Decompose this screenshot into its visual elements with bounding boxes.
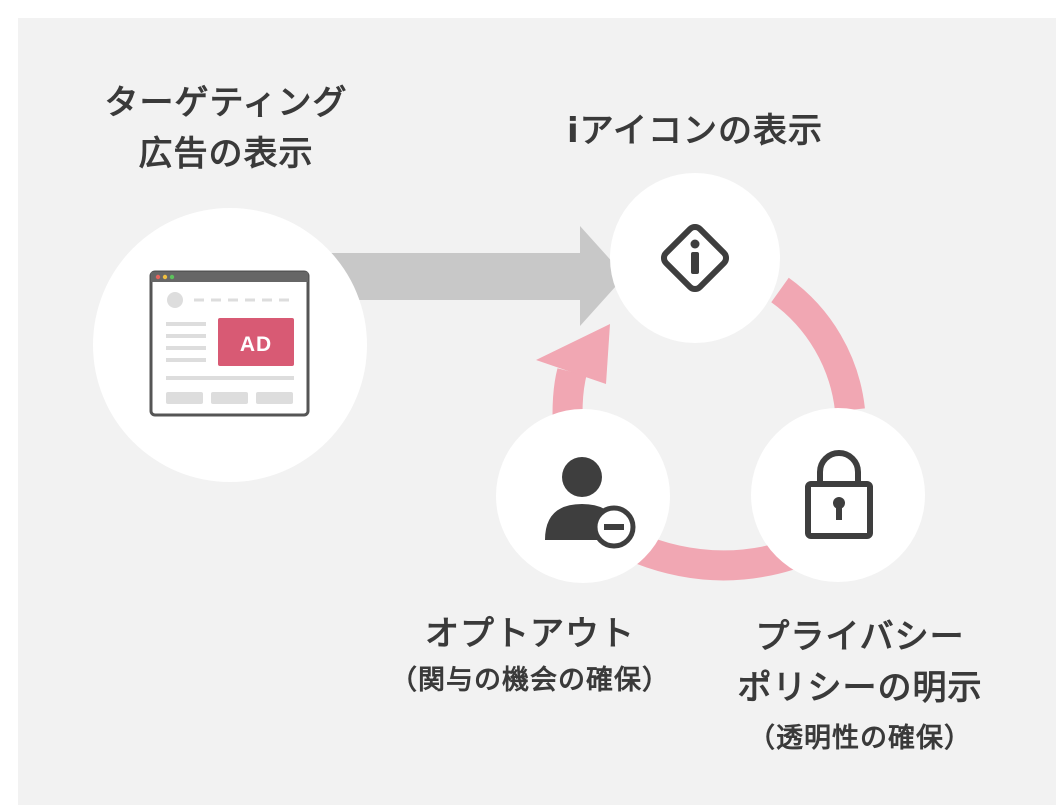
cycle-arc-info-to-lock xyxy=(771,277,865,412)
browser-window-icon: AD xyxy=(149,270,310,417)
icon-display-label: iアイコンの表示 xyxy=(567,111,823,151)
user-minus-icon xyxy=(545,457,636,549)
ad-badge-text: AD xyxy=(240,333,272,356)
privacy-sublabel: （透明性の確保） xyxy=(748,723,972,754)
cycle-arc-lock-to-user xyxy=(623,531,795,581)
padlock-icon xyxy=(805,450,873,539)
privacy-label-line2: ポリシーの明示 xyxy=(737,668,983,708)
ad-badge xyxy=(218,318,294,366)
privacy-circle xyxy=(751,408,925,582)
privacy-label-line1: プライバシー xyxy=(755,617,965,657)
optout-sublabel: （関与の機会の確保） xyxy=(390,665,670,696)
targeting-label-line2: 広告の表示 xyxy=(138,134,314,174)
info-diamond-icon xyxy=(660,223,730,293)
targeting-label-line1: ターゲティング xyxy=(104,83,348,123)
cycle-arrowhead xyxy=(536,324,610,384)
flow-arrow xyxy=(330,226,625,326)
optout-label: オプトアウト xyxy=(425,614,635,654)
